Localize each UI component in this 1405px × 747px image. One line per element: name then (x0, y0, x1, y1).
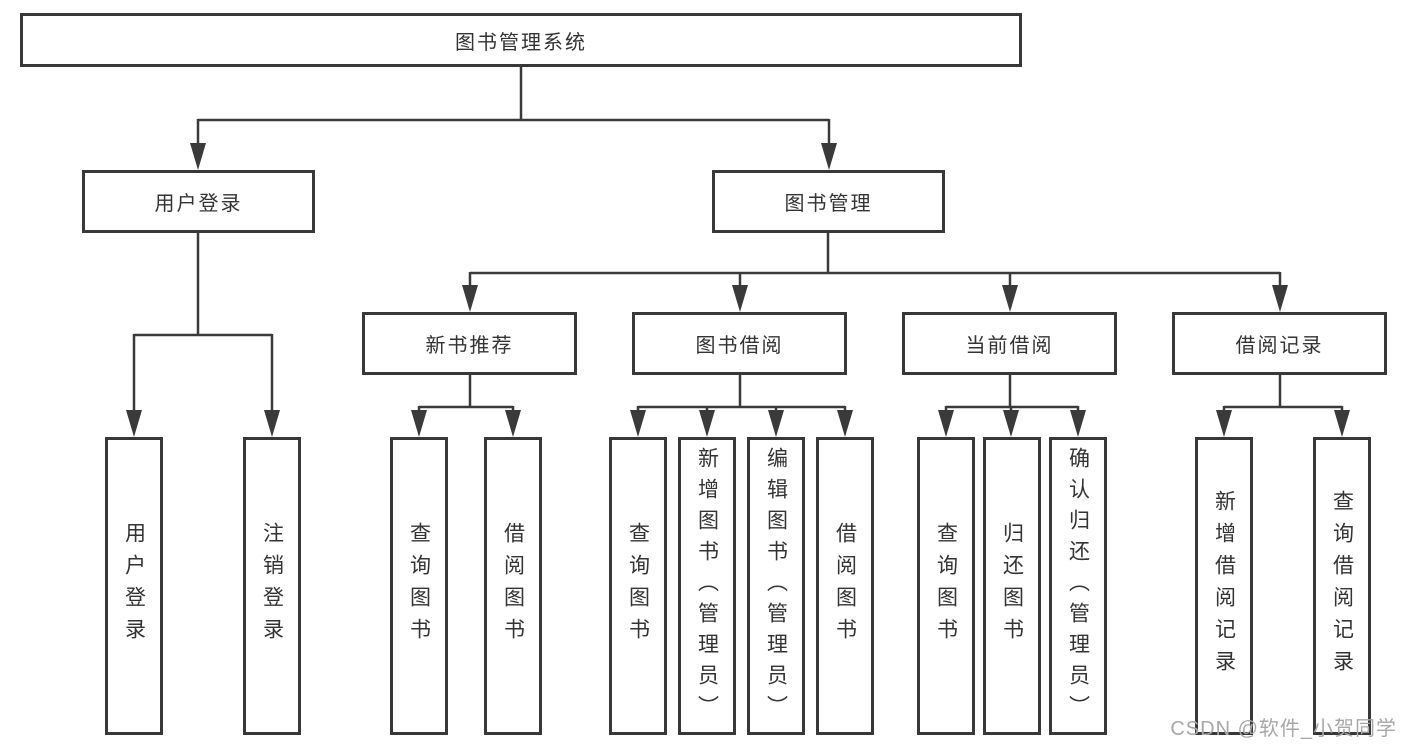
leaf-label: 注销登录 (260, 522, 284, 650)
leaf-confirm-return-admin: 确认归还（管理员） (1049, 437, 1107, 735)
node-book-management: 图书管理 (712, 170, 945, 233)
leaf-label: 借阅图书 (501, 522, 525, 650)
leaf-label: 查询图书 (934, 522, 958, 650)
csdn-watermark: CSDN @软件_小贺同学 (1170, 718, 1397, 740)
leaf-add-borrow-record: 新增借阅记录 (1195, 437, 1253, 735)
leaf-borrow-books-recommend: 借阅图书 (484, 437, 542, 735)
leaf-logout: 注销登录 (243, 437, 301, 735)
leaf-label: 新增图书（管理员） (695, 446, 719, 726)
node-user-login: 用户登录 (82, 170, 315, 233)
leaf-query-books-current: 查询图书 (917, 437, 975, 735)
node-library-system: 图书管理系统 (20, 13, 1022, 67)
node-current-borrow: 当前借阅 (902, 312, 1117, 375)
leaf-label: 查询图书 (407, 522, 431, 650)
leaf-user-login: 用户登录 (105, 437, 163, 735)
leaf-query-books-recommend: 查询图书 (390, 437, 448, 735)
leaf-add-book-admin: 新增图书（管理员） (678, 437, 736, 735)
leaf-label: 新增借阅记录 (1212, 490, 1236, 682)
leaf-label: 用户登录 (122, 522, 146, 650)
node-book-borrow: 图书借阅 (632, 312, 847, 375)
leaf-query-borrow-record: 查询借阅记录 (1313, 437, 1371, 735)
node-new-book-recommend: 新书推荐 (362, 312, 577, 375)
leaf-return-book: 归还图书 (983, 437, 1041, 735)
leaf-label: 编辑图书（管理员） (764, 446, 788, 726)
leaf-label: 查询图书 (626, 522, 650, 650)
leaf-label: 借阅图书 (833, 522, 857, 650)
node-borrow-records: 借阅记录 (1172, 312, 1387, 375)
leaf-label: 归还图书 (1000, 522, 1024, 650)
leaf-label: 确认归还（管理员） (1066, 446, 1090, 726)
leaf-edit-book-admin: 编辑图书（管理员） (747, 437, 805, 735)
leaf-label: 查询借阅记录 (1330, 490, 1354, 682)
leaf-borrow-books: 借阅图书 (816, 437, 874, 735)
arrowheads (126, 143, 1350, 437)
leaf-query-books-borrow: 查询图书 (609, 437, 667, 735)
